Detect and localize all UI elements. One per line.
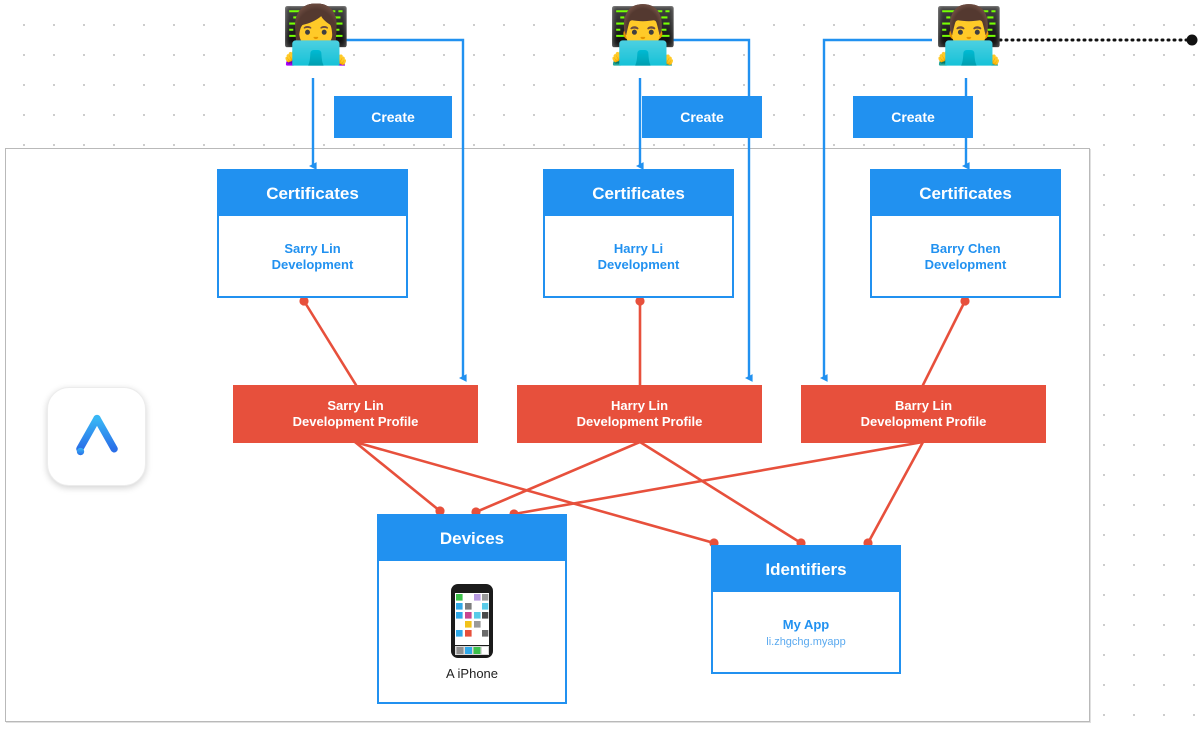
- identifiers-card[interactable]: Identifiers My App li.zhgchg.myapp: [711, 545, 901, 674]
- person-laptop-icon: 👩‍💻: [281, 3, 351, 68]
- person-laptop-icon: 👨‍💻: [934, 3, 1004, 68]
- developer-3-avatar: 👨‍💻: [931, 3, 1004, 80]
- app-store-icon[interactable]: [47, 387, 146, 486]
- certificates-card-body: Sarry Lin Development: [219, 216, 406, 298]
- create-button-3[interactable]: Create: [853, 96, 973, 138]
- profile-text: Sarry Lin Development Profile: [293, 398, 419, 431]
- certificates-card-header: Certificates: [219, 171, 406, 216]
- device-name: A iPhone: [445, 665, 499, 681]
- devices-card[interactable]: Devices: [377, 514, 567, 704]
- app-store-glyph: [73, 414, 120, 455]
- provisioning-profile-2[interactable]: Harry Lin Development Profile: [517, 385, 762, 443]
- certificates-card-2[interactable]: Certificates Harry Li Development: [543, 169, 734, 298]
- create-button-1[interactable]: Create: [334, 96, 452, 138]
- certificate-type: Development: [597, 257, 680, 272]
- developer-1-avatar: 👩‍💻: [278, 3, 351, 80]
- devices-card-header: Devices: [379, 516, 565, 561]
- identifiers-card-header: Identifiers: [713, 547, 899, 592]
- dotted-lead-endpoint: [1186, 34, 1198, 46]
- certificate-owner: Harry Li: [613, 240, 664, 256]
- identifiers-card-body: My App li.zhgchg.myapp: [713, 592, 899, 674]
- certificate-owner: Sarry Lin: [284, 240, 341, 256]
- profile-type: Development Profile: [576, 414, 703, 429]
- profile-owner: Harry Lin: [610, 397, 669, 413]
- person-laptop-icon: 👨‍💻: [608, 3, 678, 68]
- certificate-type: Development: [271, 257, 354, 272]
- bundle-identifier: li.zhgchg.myapp: [766, 635, 846, 648]
- certificate-owner: Barry Chen: [930, 240, 1001, 256]
- certificates-card-header: Certificates: [872, 171, 1059, 216]
- profile-owner: Sarry Lin: [327, 397, 384, 413]
- profile-type: Development Profile: [292, 414, 419, 429]
- profile-text: Barry Lin Development Profile: [861, 398, 987, 431]
- certificates-card-1[interactable]: Certificates Sarry Lin Development: [217, 169, 408, 298]
- certificates-card-header: Certificates: [545, 171, 732, 216]
- certificates-card-body: Barry Chen Development: [872, 216, 1059, 298]
- profile-owner: Barry Lin: [894, 397, 953, 413]
- certificates-card-body: Harry Li Development: [545, 216, 732, 298]
- devices-card-body: A iPhone: [379, 561, 565, 704]
- create-button-2[interactable]: Create: [642, 96, 762, 138]
- iphone-icon: [451, 583, 493, 658]
- provisioning-profile-1[interactable]: Sarry Lin Development Profile: [233, 385, 478, 443]
- profile-text: Harry Lin Development Profile: [577, 398, 703, 431]
- app-name: My App: [782, 616, 830, 632]
- provisioning-profile-3[interactable]: Barry Lin Development Profile: [801, 385, 1046, 443]
- profile-type: Development Profile: [860, 414, 987, 429]
- certificates-card-3[interactable]: Certificates Barry Chen Development: [870, 169, 1061, 298]
- certificate-type: Development: [924, 257, 1007, 272]
- developer-2-avatar: 👨‍💻: [605, 3, 678, 80]
